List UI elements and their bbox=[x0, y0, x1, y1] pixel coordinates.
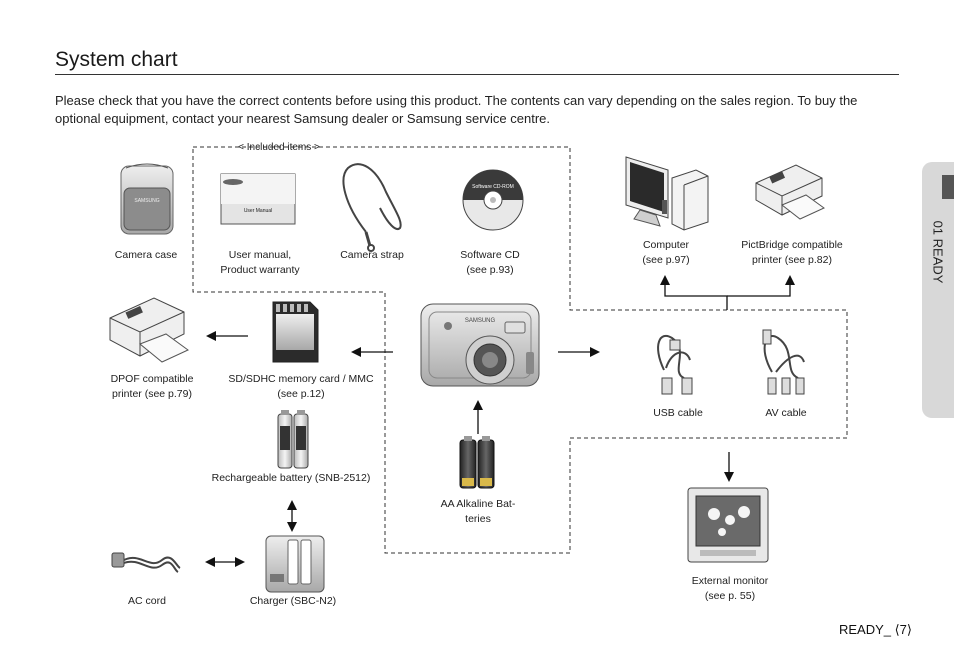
computer-image bbox=[625, 156, 709, 231]
page-title: System chart bbox=[55, 48, 178, 71]
usb-cable-label: USB cable bbox=[653, 407, 703, 419]
memory-card-label-line1: SD/SDHC memory card / MMC bbox=[228, 373, 374, 385]
aa-batteries-image bbox=[459, 436, 495, 489]
title-divider bbox=[55, 74, 899, 75]
included-items-boundary bbox=[192, 146, 848, 554]
dpof-label-line2: printer (see p.79) bbox=[112, 388, 192, 400]
computer-label-line2: (see p.97) bbox=[642, 254, 690, 266]
pictbridge-printer-image bbox=[755, 164, 825, 220]
computer-label: Computer (see p.97) bbox=[626, 238, 706, 268]
pictbridge-label-line2: printer (see p.82) bbox=[752, 254, 832, 266]
computer-label-line1: Computer bbox=[642, 239, 690, 251]
memory-card-label: SD/SDHC memory card / MMC (see p.12) bbox=[214, 372, 388, 402]
dpof-printer-label: DPOF compatible printer (see p.79) bbox=[100, 372, 204, 402]
camera-case-brand-text: SAMSUNG bbox=[134, 198, 160, 204]
camera-image bbox=[420, 303, 540, 387]
memory-card-label-line2: (see p.12) bbox=[277, 388, 325, 400]
connector-arrows bbox=[205, 275, 795, 567]
pictbridge-printer-label: PictBridge compatible printer (see p.82) bbox=[730, 238, 854, 268]
av-cable-image bbox=[762, 329, 805, 395]
chapter-tab-label: 01 READY bbox=[922, 162, 954, 418]
software-cd-label: Software CD (see p.93) bbox=[446, 248, 534, 278]
camera-case-label: Camera case bbox=[114, 249, 178, 261]
software-cd-label-line2: (see p.93) bbox=[466, 264, 514, 276]
user-manual-label-line2: Product warranty bbox=[220, 264, 300, 276]
dpof-printer-image bbox=[109, 297, 189, 363]
software-cd-label-line1: Software CD bbox=[460, 249, 520, 261]
aa-battery-label-line2: teries bbox=[465, 513, 491, 525]
charger-image bbox=[265, 535, 325, 593]
chapter-side-tab bbox=[922, 162, 954, 418]
camera-brand-text: SAMSUNG bbox=[464, 318, 496, 324]
aa-battery-label-line1: AA Alkaline Bat- bbox=[440, 498, 516, 510]
user-manual-label: User manual, Product warranty bbox=[206, 248, 314, 278]
manual-cover-text: User Manual bbox=[243, 208, 273, 214]
external-monitor-image bbox=[687, 487, 769, 563]
sd-card-image bbox=[272, 301, 319, 363]
external-monitor-label-line2: (see p. 55) bbox=[704, 590, 756, 602]
aa-battery-label: AA Alkaline Bat- teries bbox=[430, 497, 526, 527]
included-items-heading: < Included items > bbox=[238, 142, 320, 153]
chapter-marker bbox=[942, 175, 954, 199]
charger-label: Charger (SBC-N2) bbox=[249, 595, 337, 607]
chapter-tab-text: 01 READY bbox=[930, 220, 946, 284]
user-manual-image bbox=[220, 173, 296, 225]
cd-label-text: Software CD-ROM bbox=[472, 184, 514, 190]
rechargeable-battery-label: Rechargeable battery (SNB-2512) bbox=[211, 472, 371, 484]
intro-paragraph: Please check that you have the correct c… bbox=[55, 93, 858, 126]
external-monitor-label: External monitor (see p. 55) bbox=[676, 574, 784, 604]
software-cd-image bbox=[462, 169, 524, 231]
ac-cord-label: AC cord bbox=[128, 595, 166, 607]
av-cable-label: AV cable bbox=[765, 407, 807, 419]
page-number-footer: READY_ ⟨7⟩ bbox=[838, 622, 912, 637]
user-manual-label-line1: User manual, bbox=[228, 249, 292, 261]
external-monitor-label-line1: External monitor bbox=[691, 575, 769, 587]
camera-strap-image bbox=[342, 163, 402, 252]
pictbridge-label-line1: PictBridge compatible bbox=[741, 239, 843, 251]
camera-case-image bbox=[120, 163, 174, 235]
rechargeable-battery-image bbox=[277, 410, 309, 469]
dpof-label-line1: DPOF compatible bbox=[110, 373, 194, 385]
usb-cable-image bbox=[657, 335, 693, 395]
ac-cord-image bbox=[111, 552, 181, 573]
camera-strap-label: Camera strap bbox=[340, 249, 404, 261]
